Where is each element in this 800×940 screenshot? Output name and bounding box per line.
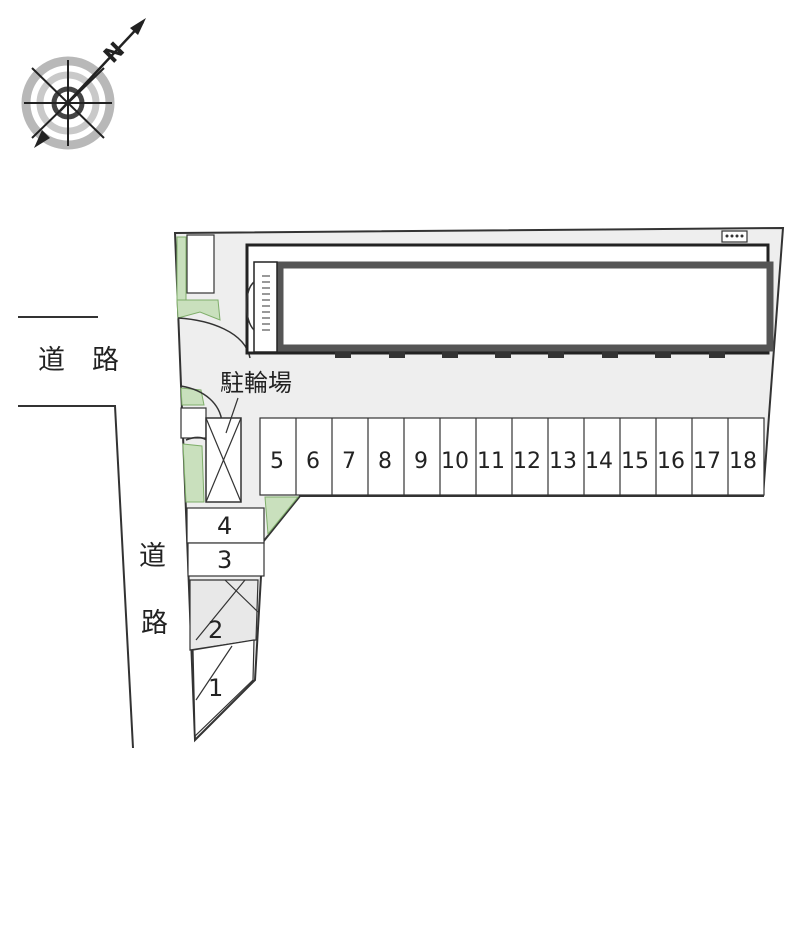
parking-number-8: 8 (378, 449, 392, 474)
parking-numbers: 1 2 3 4 5 6 7 8 9 10 11 12 13 14 15 16 1… (208, 449, 757, 702)
stairs (262, 275, 270, 331)
parking-space-2 (189, 579, 259, 651)
parking-number-16: 16 (657, 449, 685, 474)
road-lines (18, 316, 134, 749)
parking-number-4: 4 (217, 512, 232, 540)
parking-number-13: 13 (549, 449, 577, 474)
bicycle-parking-label: 駐輪場 (220, 369, 292, 397)
parking-space-3 (187, 542, 265, 577)
parking-number-10: 10 (441, 449, 469, 474)
parking-number-15: 15 (621, 449, 649, 474)
unit-entrances (335, 352, 725, 358)
parking-number-9: 9 (414, 449, 428, 474)
bicycle-parking (205, 397, 242, 503)
parking-number-17: 17 (693, 449, 721, 474)
parking-number-18: 18 (729, 449, 757, 474)
road-label-left-2: 路 (141, 608, 168, 639)
parking-number-6: 6 (306, 449, 320, 474)
apartment-building (245, 243, 774, 358)
greenery (176, 236, 300, 536)
parking-space-4 (186, 507, 265, 544)
road-label-top: 道 路 (38, 345, 119, 376)
parking-number-5: 5 (270, 449, 284, 474)
parking-space-1 (192, 639, 255, 738)
compass-icon: N (21, 18, 146, 150)
utility-box (721, 230, 748, 243)
parking-number-2: 2 (208, 616, 223, 644)
parking-outlines (186, 417, 765, 738)
parking-number-3: 3 (217, 546, 232, 574)
road-label-left-1: 道 (139, 541, 166, 572)
parking-number-7: 7 (342, 449, 356, 474)
parking-number-12: 12 (513, 449, 541, 474)
parking-number-11: 11 (477, 449, 505, 474)
parking-number-14: 14 (585, 449, 613, 474)
parking-number-1: 1 (208, 674, 223, 702)
